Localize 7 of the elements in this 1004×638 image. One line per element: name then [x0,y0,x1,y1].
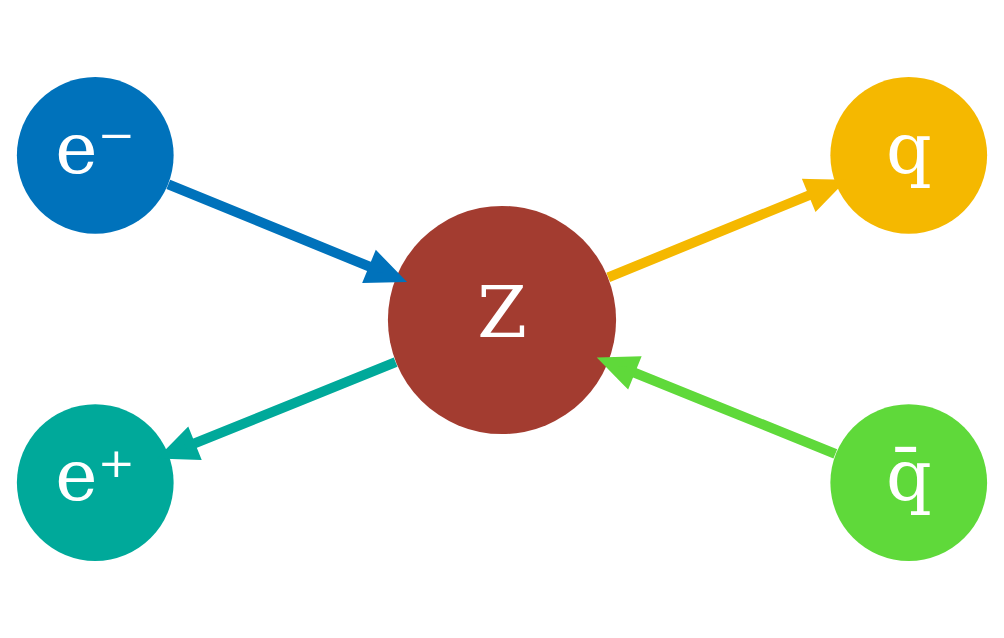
arrow [596,356,838,459]
node-circle: Z [387,205,617,435]
node-circle: e⁺ [16,404,174,562]
node-circle: q [830,76,988,234]
arrow [166,179,408,284]
node-circle: e⁻ [16,76,174,234]
node-circle: q̄ [830,404,988,562]
